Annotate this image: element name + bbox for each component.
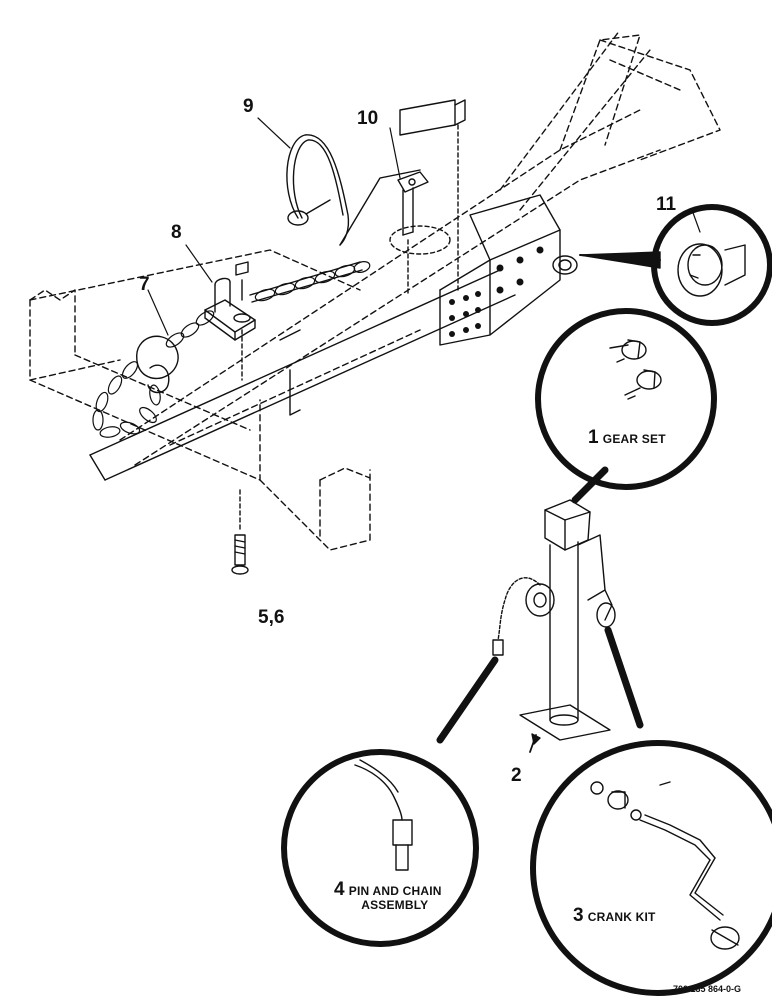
detail-circle-1 <box>535 308 717 490</box>
detail-circle-11 <box>651 204 772 326</box>
hitch-pin <box>397 99 466 296</box>
bolt <box>231 489 249 575</box>
caption-pin-and-chain-number: 4 <box>334 879 345 900</box>
lanyard-cable <box>286 134 421 246</box>
mounting-block <box>389 194 578 346</box>
clevis-plate <box>204 261 256 381</box>
main-tube <box>89 269 516 481</box>
tongue-drawbar <box>119 29 721 466</box>
frame-cross-member <box>29 249 421 551</box>
callout-2: 2 <box>511 765 522 786</box>
leader-lines <box>436 251 661 744</box>
callout-11: 11 <box>656 194 677 215</box>
caption-gear-set-number: 1 <box>588 427 599 448</box>
callout-7: 7 <box>139 274 150 295</box>
callout-10: 10 <box>357 108 379 129</box>
caption-crank-kit-number: 3 <box>573 905 584 926</box>
detail-circle-3 <box>530 740 772 996</box>
tongue-jack <box>492 499 616 753</box>
callout-5-6: 5,6 <box>258 607 285 628</box>
callout-9: 9 <box>243 96 254 117</box>
caption-crank-kit-text: CRANK KIT <box>587 910 656 924</box>
caption-gear-set-text: GEAR SET <box>602 432 666 446</box>
caption-pin-and-chain-text1: PIN AND CHAIN <box>348 884 442 898</box>
drawing-code: 700 135 864-0-G <box>673 984 742 994</box>
caption-pin-and-chain-text2: ASSEMBLY <box>361 898 429 912</box>
detail-circle-4 <box>281 749 479 947</box>
label-leaders <box>147 117 701 336</box>
safety-chain <box>92 261 371 438</box>
callout-8: 8 <box>171 222 182 243</box>
